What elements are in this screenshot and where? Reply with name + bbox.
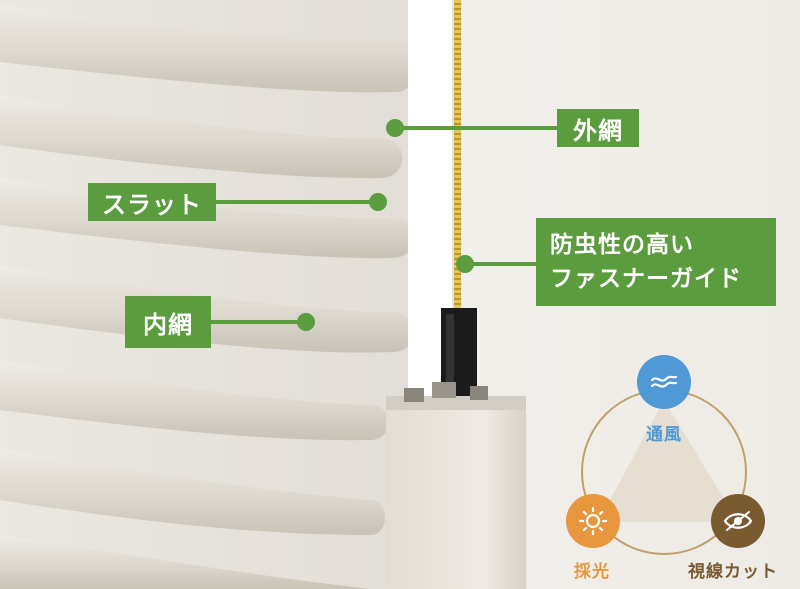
slat xyxy=(0,95,403,179)
callout-fastener-guide: 防虫性の高い ファスナーガイド xyxy=(536,218,776,306)
callout-connectors xyxy=(210,119,560,331)
feature-daylight-label: 採光 xyxy=(574,562,610,582)
feature-ventilation-label: 通風 xyxy=(646,425,682,445)
callout-outer-net: 外網 xyxy=(557,109,639,147)
guide-rail-post xyxy=(386,408,526,589)
callout-inner-net: 内網 xyxy=(125,296,211,348)
callout-slat: スラット xyxy=(88,183,216,221)
slat xyxy=(0,535,370,589)
slat xyxy=(0,5,418,93)
feature-privacy-label: 視線カット xyxy=(688,562,778,582)
wind-icon xyxy=(637,355,691,409)
sun-icon xyxy=(566,494,620,548)
callout-fastener-guide-line1: 防虫性の高い xyxy=(550,232,694,258)
eye-icon xyxy=(711,494,765,548)
features-triangle xyxy=(598,400,738,522)
callout-fastener-guide-line2: ファスナーガイド xyxy=(550,266,742,292)
slat xyxy=(0,448,385,535)
slat xyxy=(0,360,389,441)
fastener-zipper xyxy=(454,0,461,330)
